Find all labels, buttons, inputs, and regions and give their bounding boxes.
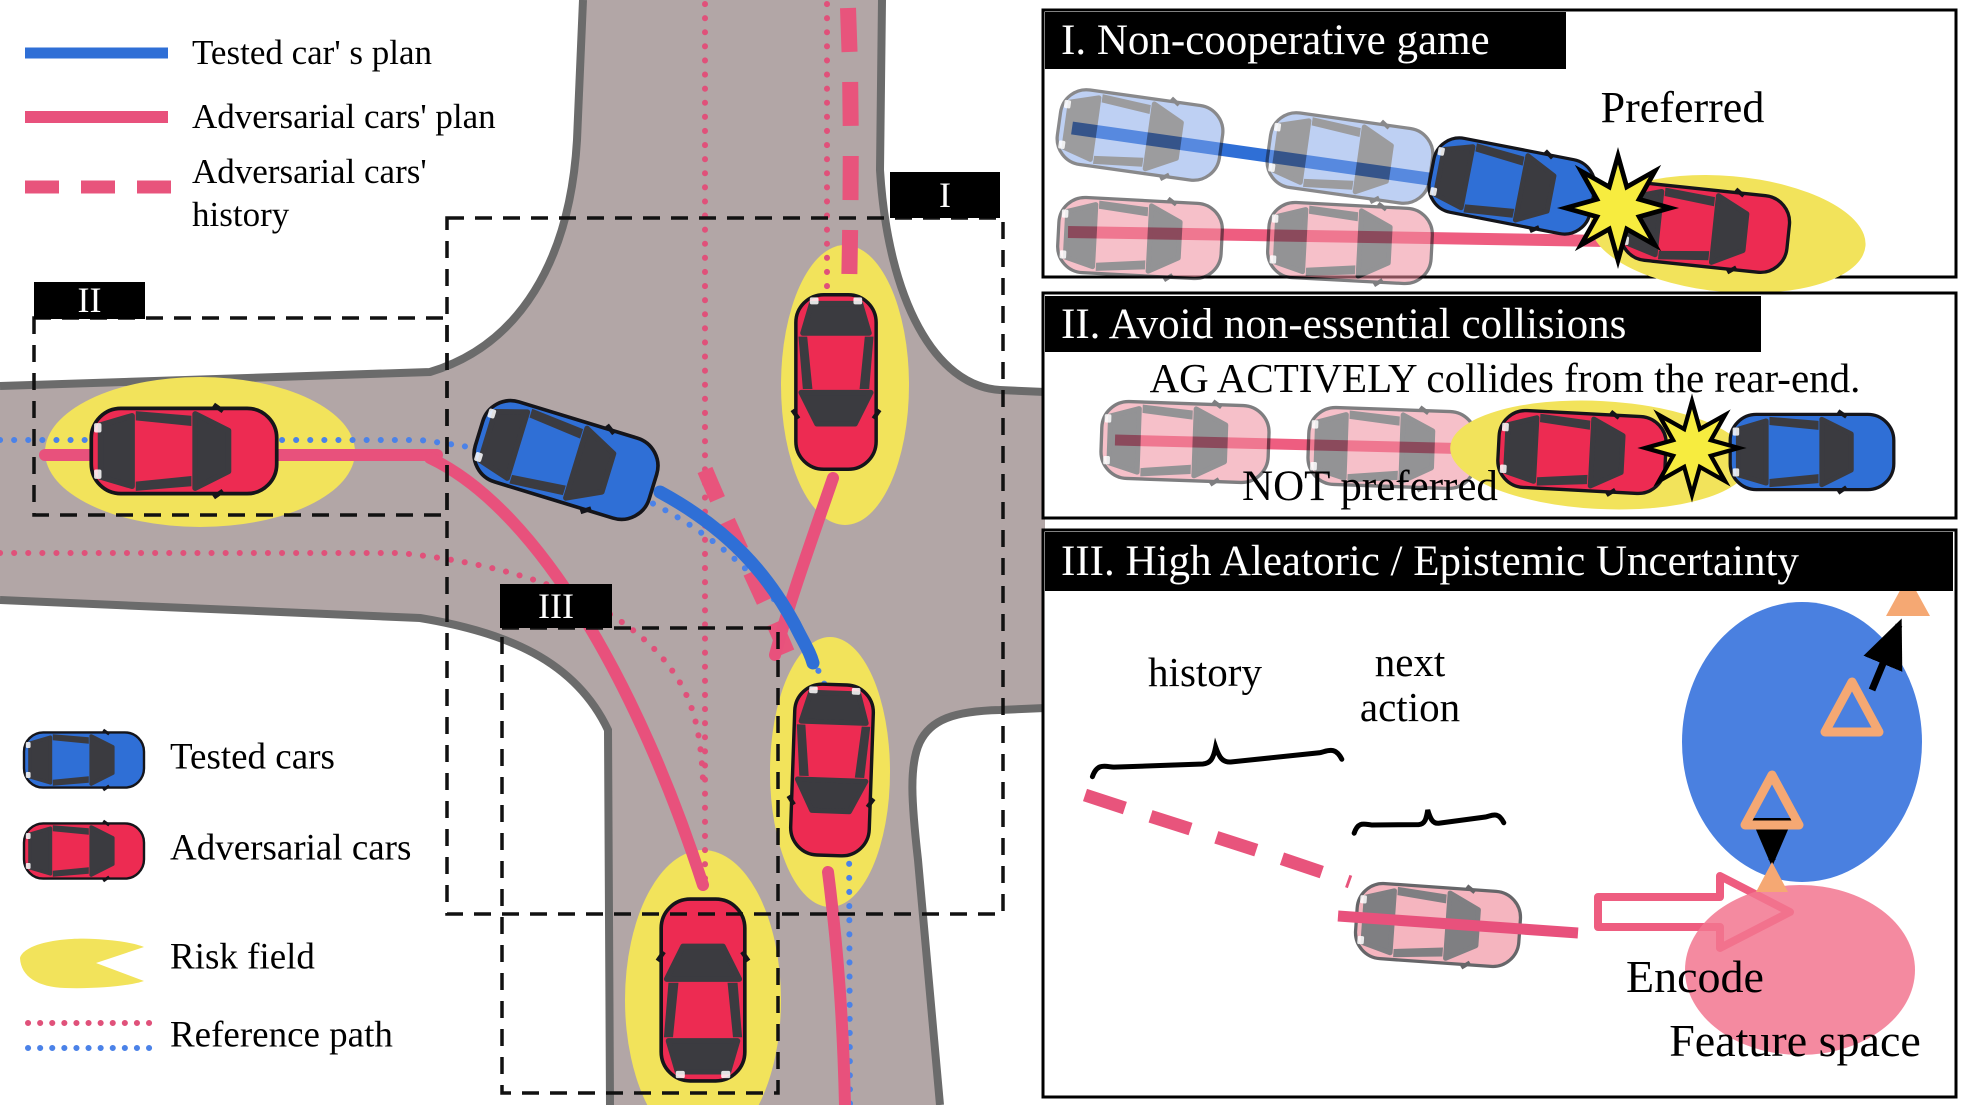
panel1-preferred-label: Preferred	[1600, 83, 1765, 132]
tested-car-icon	[22, 728, 146, 792]
panel3-title: III. High Aleatoric / Epistemic Uncertai…	[1045, 532, 1953, 591]
risk-field-icon	[20, 938, 144, 989]
feature-space-pink-ellipse	[1685, 885, 1915, 1055]
adv-history-top	[840, 7, 859, 293]
region-label-2: II	[34, 282, 145, 319]
next-action-brace-icon	[1351, 809, 1507, 836]
collision-star-icon	[1637, 393, 1747, 503]
road-border	[0, 596, 614, 1105]
uncertainty-arrow	[1863, 618, 1903, 692]
legend-tested-cars-label: Tested cars	[170, 736, 335, 778]
region-label-1: I	[890, 172, 1000, 218]
sample-triangle-outline	[1740, 770, 1804, 830]
adversarial-car-top	[792, 295, 879, 470]
road-border	[0, 0, 587, 390]
adversarial-car-left	[91, 405, 276, 498]
adversarial-car-ghost	[1266, 198, 1434, 288]
legend-risk-field-label: Risk field	[170, 936, 315, 978]
panel3-history-label: history	[1148, 649, 1262, 695]
tested-car-solid	[1730, 411, 1894, 493]
legend-reference-path-label: Reference path	[170, 1014, 393, 1056]
adv-plan-right	[822, 866, 851, 1105]
road-border	[875, 0, 1046, 396]
region-box-3	[500, 626, 780, 1095]
panel3-history-dashed	[1082, 788, 1353, 889]
adv-plan-top	[769, 472, 839, 661]
panel2-caption: AG ACTIVELY collides from the rear-end.	[1149, 355, 1861, 401]
adversarial-car-right	[786, 683, 877, 857]
region-box-1	[445, 216, 1005, 916]
collision-star-icon	[1556, 146, 1680, 270]
legend-adv-history-label-line1: Adversarial cars'	[192, 152, 427, 191]
panel1-title: I. Non-cooperative game	[1045, 12, 1566, 69]
history-brace-icon	[1089, 737, 1345, 780]
legend-adv-history-label-line2: history	[192, 195, 290, 234]
panel3-encode-label: Encode	[1626, 951, 1764, 1002]
panel2-not-preferred-label: NOT preferred	[1242, 463, 1498, 510]
region-boxes	[32, 216, 1005, 1095]
adversarial-car-icon	[22, 819, 146, 883]
legend-adversarial-cars-label: Adversarial cars	[170, 827, 412, 869]
road-border	[908, 704, 1046, 1105]
adv-reference-dotted	[0, 550, 706, 783]
panel3-next-label: next	[1374, 639, 1446, 685]
panel-3-box	[1041, 528, 1958, 1099]
region-label-3: III	[500, 584, 612, 628]
adversarial-car-ghost	[1056, 193, 1224, 283]
legend-adv-plan-label: Adversarial cars' plan	[192, 97, 496, 136]
sample-triangle-outline	[1820, 677, 1884, 737]
legend-tested-plan-label: Tested car' s plan	[192, 33, 433, 72]
tested-plan-line	[653, 485, 820, 670]
sample-triangle-solid	[1886, 576, 1930, 616]
panel3-next-action-line	[1337, 910, 1579, 939]
panel3-action-label: action	[1359, 684, 1461, 730]
legend-bottom-icons	[20, 728, 153, 1051]
feature-space-blue-ellipse	[1682, 602, 1922, 882]
adversarial-car-bottom	[658, 899, 749, 1081]
panel3-feature-space-label: Feature space	[1669, 1015, 1921, 1066]
panel2-title: II. Avoid non-essential collisions	[1045, 296, 1761, 352]
sample-triangle-solid-small	[1756, 862, 1788, 892]
legend-top-swatches	[25, 47, 172, 194]
